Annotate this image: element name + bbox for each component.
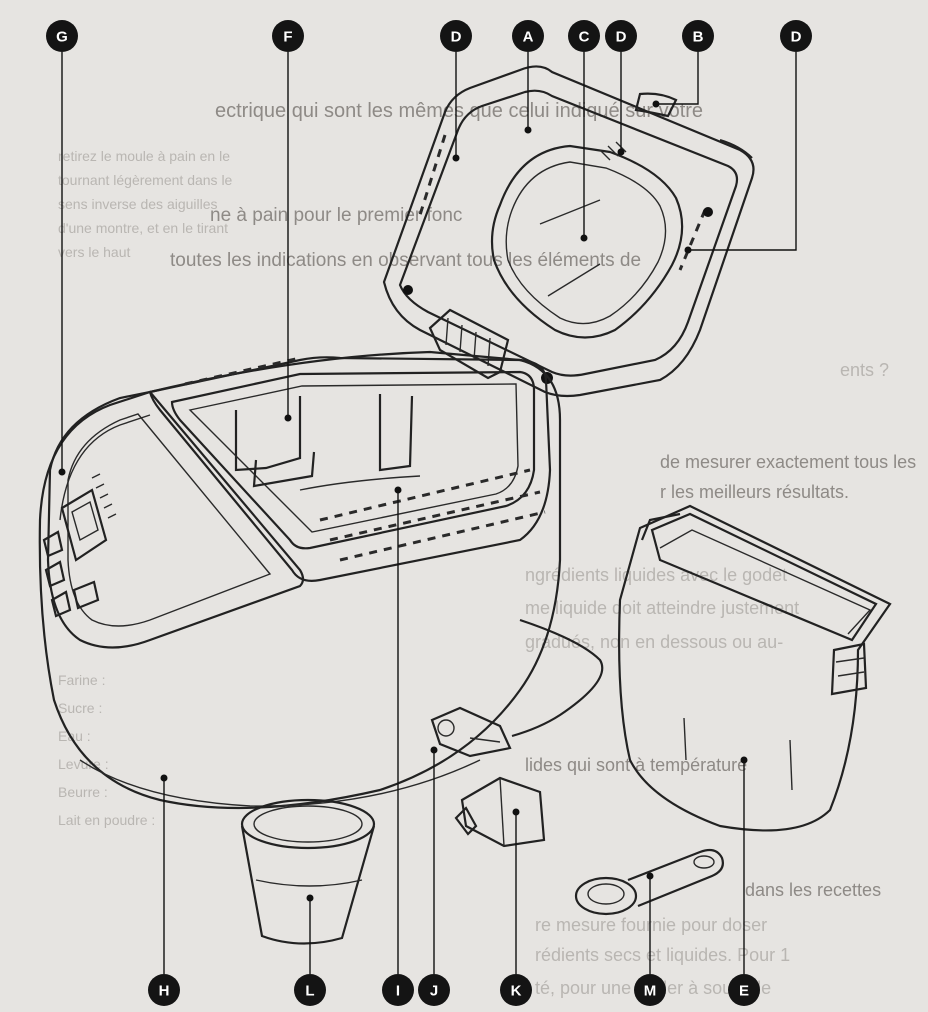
bg-line-4: ents ? [840, 360, 890, 380]
machine-body [38, 350, 604, 810]
bg-left-8: Eau : [58, 728, 91, 744]
bread-pan [618, 504, 892, 832]
bg-left-6: Farine : [58, 672, 106, 688]
svg-text:D: D [616, 29, 627, 46]
bg-line-8: me liquide doit atteindre justement [525, 598, 800, 618]
marker-J: J [418, 974, 450, 1006]
bg-line-11: dans les recettes [745, 880, 882, 900]
bg-line-2: ne à pain pour le premier fonc [210, 205, 463, 226]
svg-text:C: C [579, 29, 590, 46]
svg-text:E: E [739, 983, 749, 1000]
label-markers: G F D A C D B D H L I J K M E [46, 20, 812, 1006]
lid [382, 65, 755, 398]
marker-L: L [294, 974, 326, 1006]
bg-left-5: vers le haut [58, 244, 131, 260]
svg-text:M: M [644, 983, 657, 1000]
svg-text:D: D [791, 29, 802, 46]
svg-text:K: K [511, 983, 522, 1000]
bg-left-3: sens inverse des aiguilles [58, 196, 218, 212]
bg-left-4: d'une montre, et en le tirant [58, 220, 228, 236]
marker-M: M [634, 974, 666, 1006]
kneading-paddle [454, 776, 546, 848]
svg-text:F: F [283, 29, 292, 46]
marker-A: A [512, 20, 544, 52]
svg-text:L: L [305, 983, 314, 1000]
marker-F: F [272, 20, 304, 52]
marker-H: H [148, 974, 180, 1006]
measuring-spoon [574, 848, 724, 916]
marker-D-left: D [440, 20, 472, 52]
bg-line-1: ectrique qui sont les mêmes que celui in… [215, 100, 704, 122]
bg-line-12: re mesure fournie pour doser [535, 915, 768, 935]
bg-line-7: ngrédients liquides avec le godet [525, 565, 788, 585]
svg-text:G: G [56, 29, 68, 46]
marker-C: C [568, 20, 600, 52]
bg-left-7: Sucre : [58, 700, 103, 716]
marker-B: B [682, 20, 714, 52]
marker-I: I [382, 974, 414, 1006]
bg-line-6: r les meilleurs résultats. [660, 482, 850, 502]
svg-text:D: D [451, 29, 462, 46]
measuring-cup [240, 798, 376, 945]
svg-text:B: B [693, 29, 704, 46]
bg-left-1: retirez le moule à pain en le [58, 148, 230, 164]
marker-G: G [46, 20, 78, 52]
bg-left-2: tournant légèrement dans le [58, 172, 233, 188]
marker-D-middle: D [605, 20, 637, 52]
marker-D-right: D [780, 20, 812, 52]
svg-text:A: A [523, 29, 534, 46]
marker-E: E [728, 974, 760, 1006]
bg-line-5: de mesurer exactement tous les [660, 452, 917, 472]
leader-lines [58, 52, 797, 974]
bg-line-10: lides qui sont à température [525, 755, 748, 775]
bg-line-13: rédients secs et liquides. Pour 1 [535, 945, 791, 965]
svg-text:H: H [159, 983, 170, 1000]
bg-left-11: Lait en poudre : [58, 812, 156, 828]
bg-line-9: gradués, non en dessous ou au- [525, 632, 784, 652]
marker-K: K [500, 974, 532, 1006]
svg-text:I: I [396, 983, 400, 1000]
svg-text:J: J [430, 983, 438, 1000]
bg-left-10: Beurre : [58, 784, 108, 800]
